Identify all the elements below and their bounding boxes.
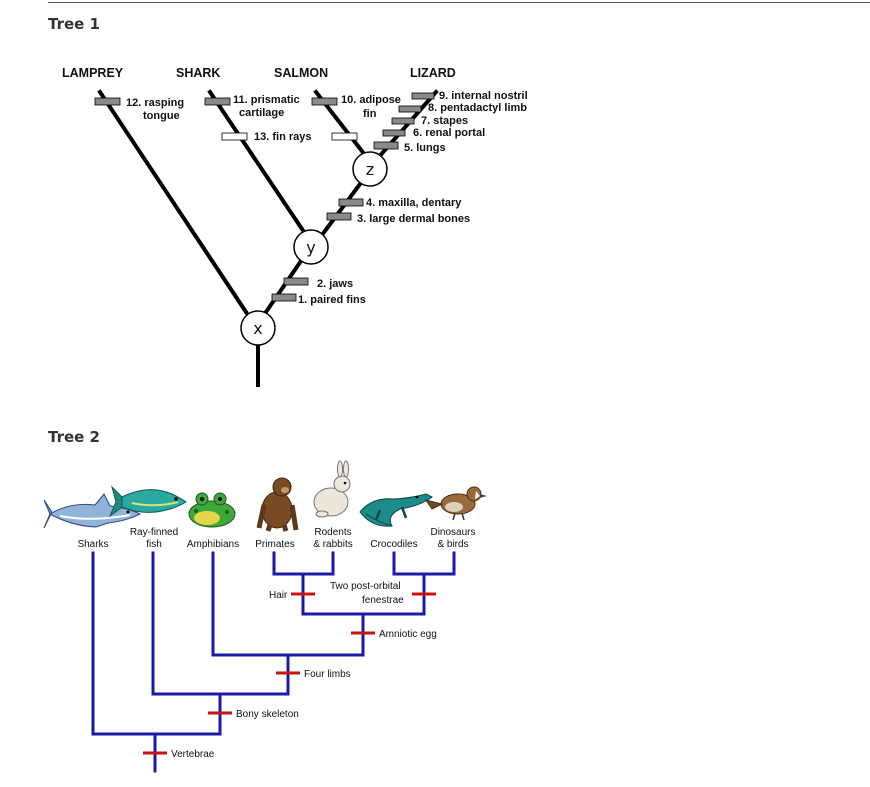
trait-label-vertebrae: Vertebrae — [171, 749, 215, 760]
trait-label-postorbital-line2: fenestrae — [362, 595, 404, 606]
tree1-node-y-label: y — [306, 238, 315, 257]
char-label-11b: cartilage — [239, 107, 284, 119]
vertebrate-clade-branch — [91, 551, 222, 736]
char-bar-1 — [271, 293, 297, 302]
char-bar-10-reversal — [331, 132, 358, 141]
tree1-node-x: x — [240, 310, 276, 346]
top-divider — [48, 2, 870, 3]
tetrapod-clade-branch — [211, 551, 365, 657]
char-label-4: 4. maxilla, dentary — [366, 197, 462, 209]
tree1-node-y: y — [293, 229, 329, 265]
trait-label-hair: Hair — [269, 590, 288, 601]
tree1-taxon-lizard: LIZARD — [410, 66, 456, 80]
tree1-lamprey-branch — [97, 89, 251, 318]
char-bar-4 — [338, 198, 364, 207]
mammal-clade-branch — [272, 551, 335, 576]
tree2-taxon-primates: Primates — [255, 539, 294, 550]
tree2-taxon-crocodiles: Crocodiles — [370, 539, 417, 550]
char-label-12a: 12. rasping — [126, 97, 184, 109]
amniote-crown-branch — [301, 572, 426, 616]
char-bar-13 — [221, 132, 248, 141]
tree2-cladogram: Sharks Ray-finned fish Amphibians Primat… — [43, 460, 487, 773]
tree1-character-bars — [94, 92, 435, 302]
char-label-7: 7. stapes — [421, 115, 468, 127]
tree1-cladogram: LAMPREY SHARK SALMON LIZARD x y z — [62, 66, 528, 387]
tree1-title: Tree 1 — [48, 15, 100, 33]
tree2-taxon-dinosaurs-line1: Dinosaurs — [430, 527, 475, 538]
char-label-10b: fin — [363, 108, 377, 120]
char-label-13: 13. fin rays — [254, 131, 311, 143]
char-label-6: 6. renal portal — [413, 127, 485, 139]
trait-label-postorbital-line1: Two post-orbital — [330, 581, 401, 592]
tree1-taxon-lamprey: LAMPREY — [62, 66, 124, 80]
rabbit-image — [313, 460, 351, 518]
tree2-taxon-rayfinned-line2: fish — [146, 539, 162, 550]
char-bar-3 — [326, 212, 352, 221]
tree1-node-z-label: z — [366, 160, 374, 179]
frog-image — [188, 492, 236, 528]
primate-image — [256, 477, 299, 532]
tree1-taxon-shark: SHARK — [176, 66, 220, 80]
char-bar-11 — [204, 97, 231, 106]
trait-label-bony-skeleton: Bony skeleton — [236, 709, 299, 720]
fish-image — [108, 485, 187, 518]
char-label-1: 1. paired fins — [298, 294, 366, 306]
char-bar-12 — [94, 97, 121, 106]
char-label-11a: 11. prismatic — [233, 94, 300, 106]
osteichthyes-clade-branch — [151, 551, 290, 696]
tree2-taxon-rodents-line2: & rabbits — [313, 539, 352, 550]
crocodile-image — [359, 493, 433, 527]
char-bar-8 — [398, 105, 422, 113]
char-bar-10 — [311, 97, 338, 106]
shark-image — [43, 493, 142, 529]
tree2-trait-marks — [143, 592, 436, 755]
char-label-2: 2. jaws — [317, 278, 353, 290]
tree2-taxon-amphibians: Amphibians — [187, 539, 239, 550]
char-label-9: 9. internal nostril — [439, 90, 528, 102]
tree1-shark-branch — [207, 89, 307, 235]
tree2-taxon-rayfinned-line1: Ray-finned — [130, 527, 178, 538]
tree2-taxon-dinosaurs-line2: & birds — [437, 539, 468, 550]
char-label-5: 5. lungs — [404, 142, 446, 154]
char-bar-6 — [382, 129, 406, 137]
char-bar-9 — [411, 92, 435, 100]
char-label-10a: 10. adipose — [341, 94, 401, 106]
char-label-8: 8. pentadactyl limb — [428, 102, 527, 114]
tree1-y-z-branch — [319, 181, 363, 238]
trait-label-amniotic-egg: Amniotic egg — [379, 629, 437, 640]
tree1-taxon-salmon: SALMON — [274, 66, 328, 80]
char-label-12b: tongue — [143, 110, 180, 122]
tree1-node-z: z — [352, 151, 388, 187]
tree2-taxon-sharks: Sharks — [77, 539, 108, 550]
char-label-3: 3. large dermal bones — [357, 213, 470, 225]
bird-image — [424, 486, 487, 521]
tree2-title: Tree 2 — [48, 428, 100, 446]
char-bar-7 — [391, 117, 415, 125]
char-bar-5 — [373, 141, 399, 150]
char-bar-2 — [283, 277, 309, 286]
tree2-taxon-rodents-line1: Rodents — [314, 527, 351, 538]
archosaur-clade-branch — [392, 551, 456, 576]
tree1-node-x-label: x — [253, 319, 262, 338]
trait-label-four-limbs: Four limbs — [304, 669, 351, 680]
